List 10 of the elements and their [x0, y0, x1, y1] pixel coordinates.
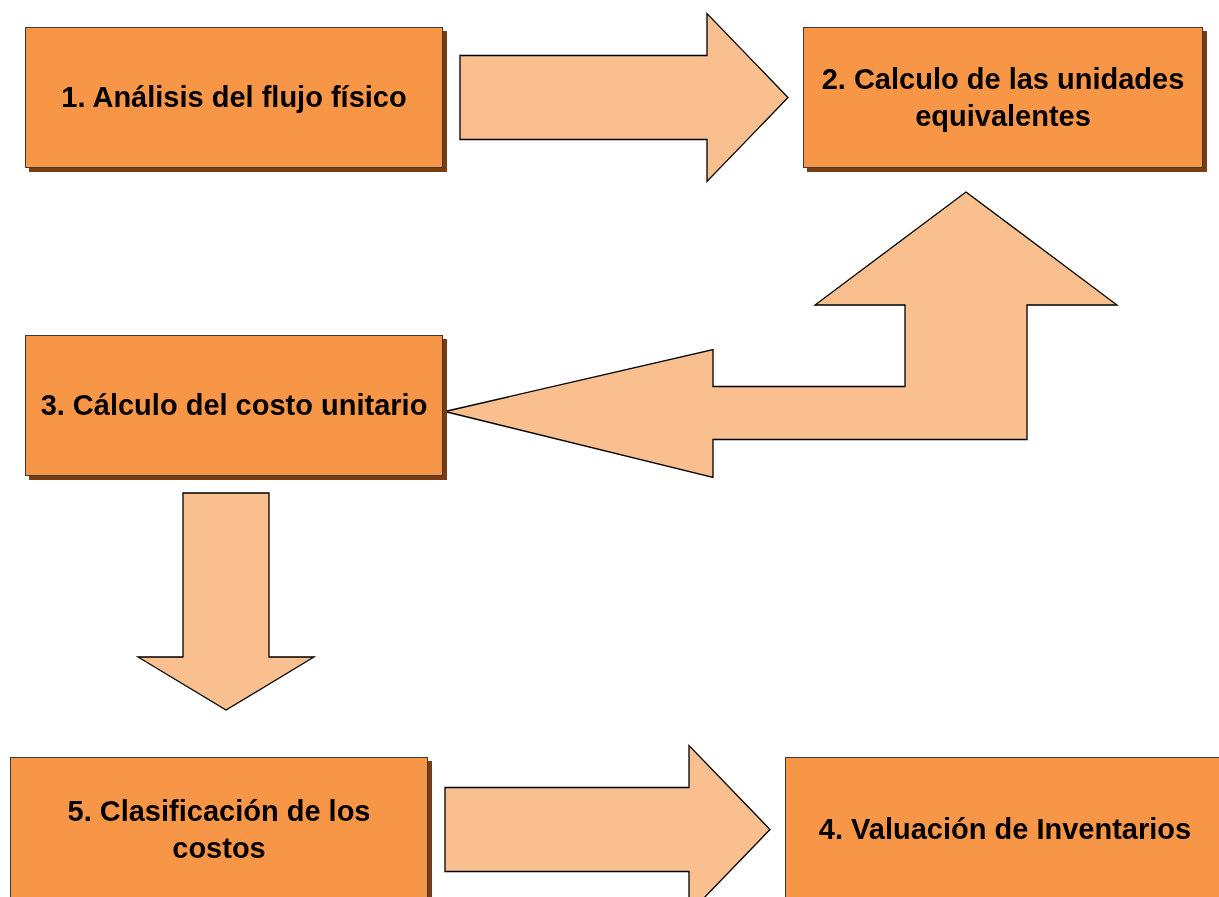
block-arrow — [135, 492, 317, 711]
block-arrow — [444, 191, 1119, 479]
block-arrow — [444, 743, 771, 897]
block-arrow — [459, 11, 789, 184]
step-label: 2. Calculo de las unidades equivalentes — [820, 62, 1186, 134]
step-label: 1. Análisis del flujo físico — [61, 80, 407, 116]
step-label: 5. Clasificación de los costos — [66, 794, 372, 866]
step-label: 3. Cálculo del costo unitario — [40, 388, 428, 424]
process-box — [785, 757, 1219, 897]
step-label: 4. Valuación de Inventarios — [818, 812, 1192, 848]
